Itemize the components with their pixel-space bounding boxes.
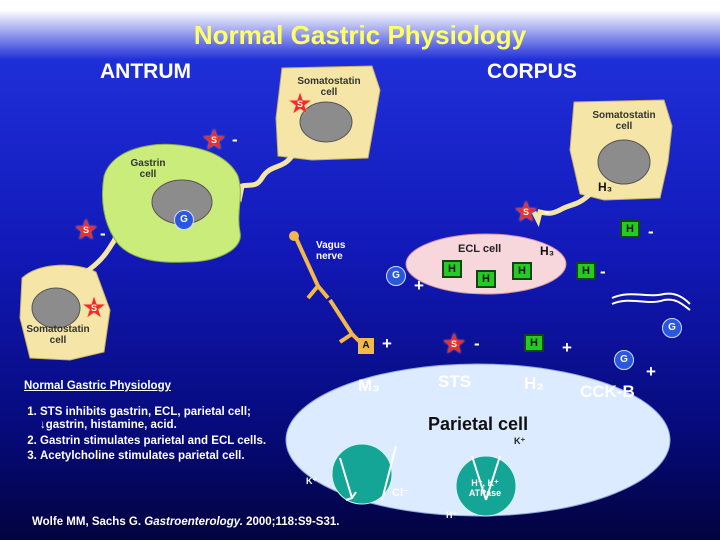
somatostatin-star-icon: ★S bbox=[441, 328, 467, 359]
histamine-marker-icon: H bbox=[576, 262, 596, 280]
k-ion-label: K⁺ bbox=[306, 476, 318, 486]
citation: Wolfe MM, Sachs G. Gastroenterology. 200… bbox=[32, 516, 339, 528]
minus-sign: - bbox=[648, 222, 654, 241]
m3-receptor-label: M₃ bbox=[358, 376, 381, 395]
cl-ion-label: Cl⁻ bbox=[392, 487, 409, 499]
h-ion-label: H⁺ bbox=[446, 510, 458, 520]
corpus-label: CORPUS bbox=[487, 60, 577, 83]
citation-journal: Gastroenterology. bbox=[144, 516, 243, 528]
plus-sign: + bbox=[562, 338, 572, 357]
gastrin-cell-label: Gastrin cell bbox=[130, 158, 166, 180]
notes-panel: Normal Gastric Physiology STS inhibits g… bbox=[24, 380, 294, 466]
acetylcholine-marker-icon: A bbox=[358, 338, 374, 354]
ion-arrow-cl bbox=[381, 445, 397, 501]
somatostatin-top-process bbox=[233, 154, 295, 203]
notes-heading: Normal Gastric Physiology bbox=[24, 380, 171, 392]
notes-list: STS inhibits gastrin, ECL, parietal cell… bbox=[24, 406, 294, 464]
notes-item: STS inhibits gastrin, ECL, parietal cell… bbox=[40, 406, 294, 433]
somatostatin-star-icon: ★S bbox=[287, 88, 313, 119]
gastrin-marker-icon: G bbox=[662, 318, 682, 338]
slide-title: Normal Gastric Physiology bbox=[193, 20, 527, 50]
somatostatin-cell-corpus-label: Somatostatin cell bbox=[592, 110, 656, 132]
histamine-marker-icon: H bbox=[524, 334, 544, 352]
proton-pump bbox=[455, 455, 517, 517]
k-ion-label: K⁺ bbox=[514, 436, 526, 446]
minus-sign: - bbox=[544, 202, 550, 221]
somatostatin-star-icon: ★S bbox=[513, 196, 539, 227]
gastrin-marker-icon: G bbox=[386, 266, 406, 286]
plus-sign: + bbox=[414, 276, 424, 295]
citation-ref: 2000;118:S9-S31. bbox=[246, 516, 340, 528]
notes-item: Gastrin stimulates parietal and ECL cell… bbox=[40, 435, 294, 449]
vagus-nerve-shape bbox=[294, 237, 364, 346]
proton-pump-label: H⁺, K⁺ ATPase bbox=[468, 478, 502, 498]
parietal-cell-label: Parietal cell bbox=[428, 414, 529, 434]
plus-sign: + bbox=[646, 362, 656, 381]
cckb-receptor-label: CCK-B bbox=[580, 382, 635, 401]
somatostatin-corpus-process bbox=[531, 192, 592, 228]
k-cl-channel bbox=[331, 443, 393, 505]
somatostatin-cell-top-label: Somatostatin cell bbox=[297, 76, 361, 98]
vagus-nerve-end bbox=[289, 231, 299, 241]
histamine-marker-icon: H bbox=[476, 270, 496, 288]
minus-sign: - bbox=[474, 334, 480, 353]
minus-sign: - bbox=[600, 262, 606, 281]
citation-authors: Wolfe MM, Sachs G. bbox=[32, 516, 142, 528]
h3-receptor-corpus-label: H₃ bbox=[598, 180, 613, 194]
minus-sign: - bbox=[100, 224, 106, 243]
notes-item: Acetylcholine stimulates parietal cell. bbox=[40, 450, 294, 464]
ion-arrow-k bbox=[339, 457, 357, 501]
vagus-nerve-label: Vagus nerve bbox=[316, 240, 346, 262]
somatostatin-left-nucleus bbox=[31, 287, 81, 329]
histamine-marker-icon: H bbox=[512, 262, 532, 280]
h3-receptor-ecl-label: H₃ bbox=[540, 244, 555, 258]
ecl-cell-label: ECL cell bbox=[458, 243, 502, 255]
gastrin-marker-icon: G bbox=[174, 210, 194, 230]
plus-sign: + bbox=[382, 334, 392, 353]
minus-sign: - bbox=[232, 130, 238, 149]
somatostatin-cell-left-label: Somatostatin cell bbox=[26, 324, 90, 346]
histamine-marker-icon: H bbox=[620, 220, 640, 238]
histamine-marker-icon: H bbox=[442, 260, 462, 278]
somatostatin-top-nucleus bbox=[299, 101, 353, 143]
h2-receptor-label: H₂ bbox=[524, 374, 544, 393]
somatostatin-star-icon: ★S bbox=[81, 292, 107, 323]
gastrin-marker-icon: G bbox=[614, 350, 634, 370]
antrum-label: ANTRUM bbox=[100, 60, 191, 83]
somatostatin-corpus-nucleus bbox=[597, 139, 651, 185]
somatostatin-star-icon: ★S bbox=[73, 214, 99, 245]
somatostatin-star-icon: ★S bbox=[201, 124, 227, 155]
blood-vessel bbox=[611, 292, 691, 311]
sts-receptor-label: STS bbox=[438, 372, 472, 391]
ion-arrow-pump bbox=[471, 455, 501, 501]
